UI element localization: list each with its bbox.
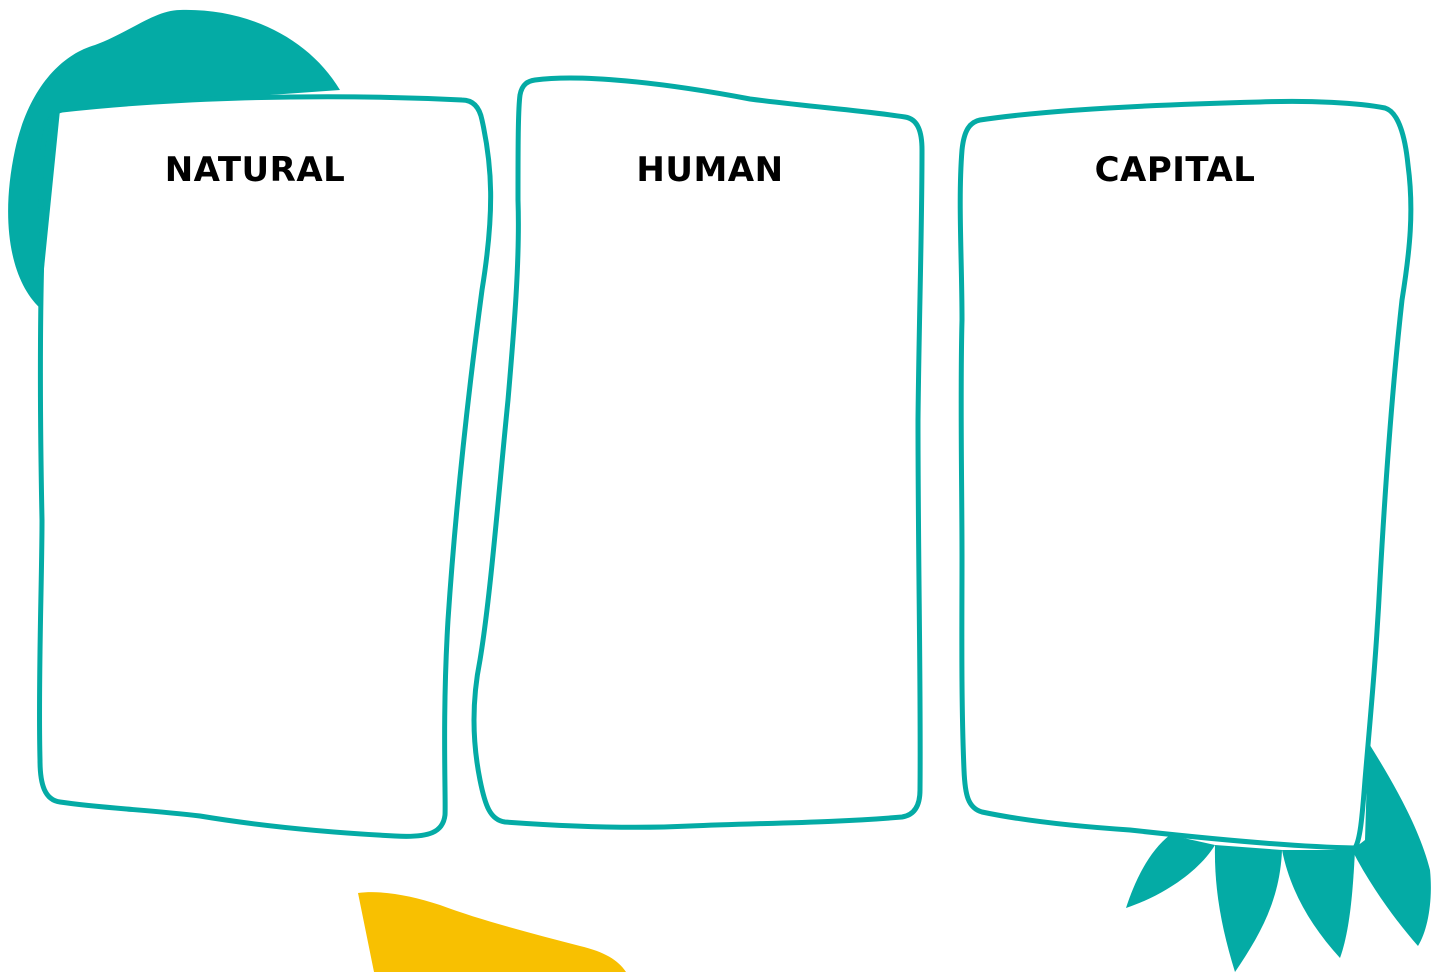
yellow-blob-bottom bbox=[358, 892, 626, 972]
teal-leaf-middle-right bbox=[1282, 850, 1355, 958]
column-title-human: HUMAN bbox=[636, 150, 784, 190]
box-human-outline bbox=[471, 75, 925, 830]
teal-leaf-left bbox=[1126, 835, 1215, 908]
box-natural-outline bbox=[36, 94, 494, 839]
teal-leaf-right bbox=[1352, 742, 1431, 946]
box-capital-outline bbox=[957, 98, 1414, 851]
teal-blob-top-left bbox=[8, 9, 341, 309]
teal-leaf-middle-left bbox=[1214, 845, 1282, 972]
column-title-natural: NATURAL bbox=[164, 150, 346, 190]
column-title-capital: CAPITAL bbox=[1094, 150, 1256, 190]
